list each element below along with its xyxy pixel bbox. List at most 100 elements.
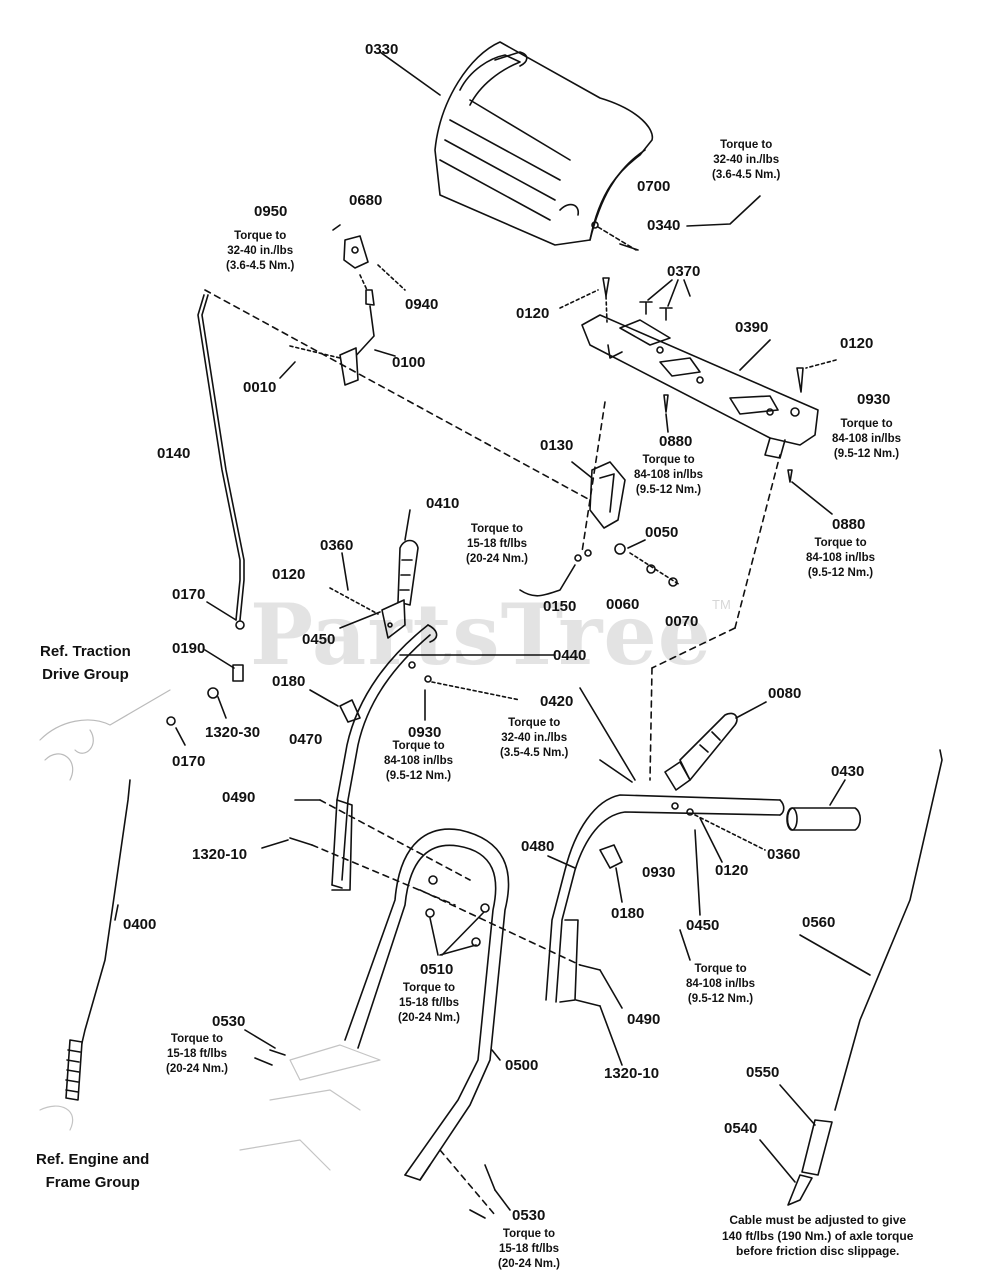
part-label-0360-b: 0360 xyxy=(767,846,801,863)
part-label-0430: 0430 xyxy=(831,763,865,780)
part-label-1320-30: 1320-30 xyxy=(205,724,261,741)
leader-line xyxy=(379,51,441,96)
part-label-0950: 0950 xyxy=(254,203,288,220)
dashed-link xyxy=(319,799,471,881)
part-label-0120-d: 0120 xyxy=(715,862,749,879)
leader-line xyxy=(579,687,636,781)
handle-0500-part xyxy=(344,828,510,1181)
part-label-0530-a: 0530 xyxy=(212,1013,246,1030)
cable-0400-part xyxy=(65,779,131,1101)
part-0180 xyxy=(339,699,361,723)
link-0540-part xyxy=(787,1174,813,1206)
screw-0120 xyxy=(602,277,610,297)
dashed-link xyxy=(734,454,781,629)
leader-line xyxy=(377,264,406,291)
leader-line xyxy=(694,829,701,916)
leader-line xyxy=(332,224,341,231)
leader-line xyxy=(491,1049,501,1061)
rod-0140-part xyxy=(197,294,245,621)
part-label-0170-b: 0170 xyxy=(172,753,206,770)
leader-line xyxy=(431,681,521,701)
watermark: PartsTree xyxy=(250,585,713,684)
washer-0050 xyxy=(614,543,626,555)
screw-0340 xyxy=(619,243,639,251)
part-label-0560: 0560 xyxy=(802,914,836,931)
leader-line xyxy=(404,509,411,541)
torque-note: Torque to 32-40 in./lbs (3.6-4.5 Nm.) xyxy=(226,230,295,272)
leader-line xyxy=(665,413,669,433)
leader-line xyxy=(206,601,237,621)
dashed-link xyxy=(439,1149,496,1216)
trademark-mark: TM xyxy=(712,597,731,612)
part-label-0060: 0060 xyxy=(606,596,640,613)
part-label-0410: 0410 xyxy=(426,495,460,512)
leader-line xyxy=(679,929,691,961)
torque-note: Torque to 15-18 ft/lbs (20-24 Nm.) xyxy=(498,1228,560,1270)
leader-line xyxy=(309,689,339,707)
leader-line xyxy=(599,1005,623,1066)
bolt-1320-10 xyxy=(289,837,313,846)
pin-0010 xyxy=(289,345,341,359)
screw-0120b xyxy=(796,367,804,393)
bolt-1320-10b xyxy=(575,999,601,1007)
bolt-0440 xyxy=(408,661,416,669)
leader-line xyxy=(547,855,576,869)
torque-note: Torque to 15-18 ft/lbs (20-24 Nm.) xyxy=(466,523,528,565)
part-label-0100: 0100 xyxy=(392,354,426,371)
leader-line xyxy=(175,727,186,746)
part-label-0010: 0010 xyxy=(243,379,277,396)
washer-0700 xyxy=(591,221,599,229)
leader-line xyxy=(735,701,767,719)
part-label-0500: 0500 xyxy=(505,1057,539,1074)
part-label-1320-10-a: 1320-10 xyxy=(192,846,248,863)
torque-note: Torque to 15-18 ft/lbs (20-24 Nm.) xyxy=(398,982,460,1024)
torque-note: Torque to 84-108 in/lbs (9.5-12 Nm.) xyxy=(634,454,704,496)
leader-line xyxy=(204,649,235,669)
part-label-0080: 0080 xyxy=(768,685,802,702)
leader-line xyxy=(627,539,646,549)
washer-1320-30 xyxy=(207,687,219,699)
leader-line xyxy=(359,274,368,291)
part-label-0390: 0390 xyxy=(735,319,769,336)
cable-adjust-note: Cable must be adjusted to give 140 ft/lb… xyxy=(722,1213,914,1259)
leader-line xyxy=(261,839,289,849)
leader-line xyxy=(441,911,485,956)
leader-line xyxy=(559,289,599,309)
leader-line xyxy=(374,349,396,357)
dashed-link xyxy=(311,844,456,906)
dash-cover-part xyxy=(434,41,654,246)
leader-line xyxy=(779,1084,816,1126)
leader-line xyxy=(791,481,833,515)
bolt-0370b xyxy=(659,307,673,321)
leader-line xyxy=(244,1029,276,1049)
nut-0930c xyxy=(671,802,679,810)
part-label-0400: 0400 xyxy=(123,916,157,933)
part-label-0930-a: 0930 xyxy=(857,391,891,408)
bolt-0370a xyxy=(639,301,653,315)
torque-note: Torque to 32-40 in./lbs (3.6-4.5 Nm.) xyxy=(712,139,781,181)
leader-line xyxy=(519,564,576,597)
part-label-0120-b: 0120 xyxy=(840,335,874,352)
nut-0930 xyxy=(790,407,800,417)
screw-0880 xyxy=(663,394,669,413)
part-label-0450-a: 0450 xyxy=(302,631,336,648)
leader-line xyxy=(429,917,439,956)
leader-line xyxy=(339,611,381,629)
part-0450b xyxy=(686,808,694,816)
part-label-0530-b: 0530 xyxy=(512,1207,546,1224)
part-label-0930-b: 0930 xyxy=(408,724,442,741)
grip-0430-part xyxy=(786,807,862,831)
part-label-0420: 0420 xyxy=(540,693,574,710)
bolt-0530d xyxy=(469,1209,486,1219)
handle-0470-part xyxy=(331,624,438,891)
leader-line xyxy=(439,944,477,956)
part-label-1320-10-b: 1320-10 xyxy=(604,1065,660,1082)
part-label-0880-b: 0880 xyxy=(832,516,866,533)
part-label-0550: 0550 xyxy=(746,1064,780,1081)
part-label-0360-a: 0360 xyxy=(320,537,354,554)
spring-0550-part xyxy=(801,1119,833,1176)
lever-0080-part xyxy=(664,712,738,791)
control-panel-0390-part xyxy=(581,314,819,459)
part-label-0480: 0480 xyxy=(521,838,555,855)
nut-0150b xyxy=(584,549,592,557)
